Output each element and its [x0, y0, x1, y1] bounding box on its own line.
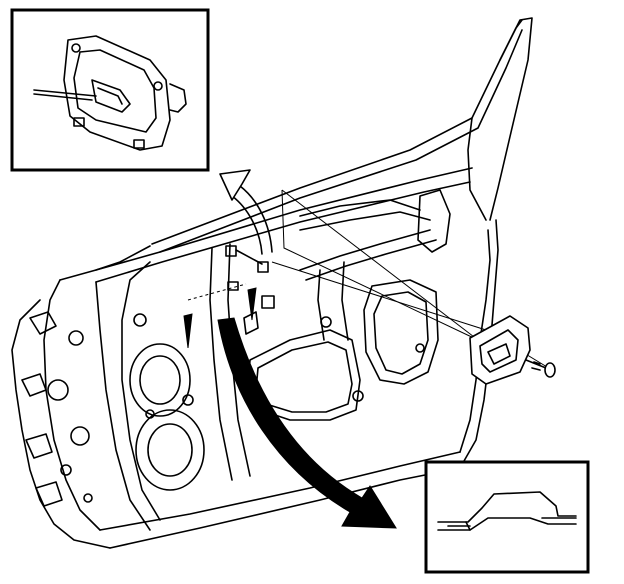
detail-inset-handle — [10, 8, 210, 172]
handle-bezel — [183, 287, 257, 349]
detail-inset-clip-section — [424, 460, 590, 574]
handle-bracket — [469, 315, 531, 385]
fastener-screw — [525, 359, 556, 378]
handle-pocket — [225, 245, 269, 273]
removal-arrow-up — [219, 169, 273, 255]
removal-arrow-down — [217, 317, 397, 529]
